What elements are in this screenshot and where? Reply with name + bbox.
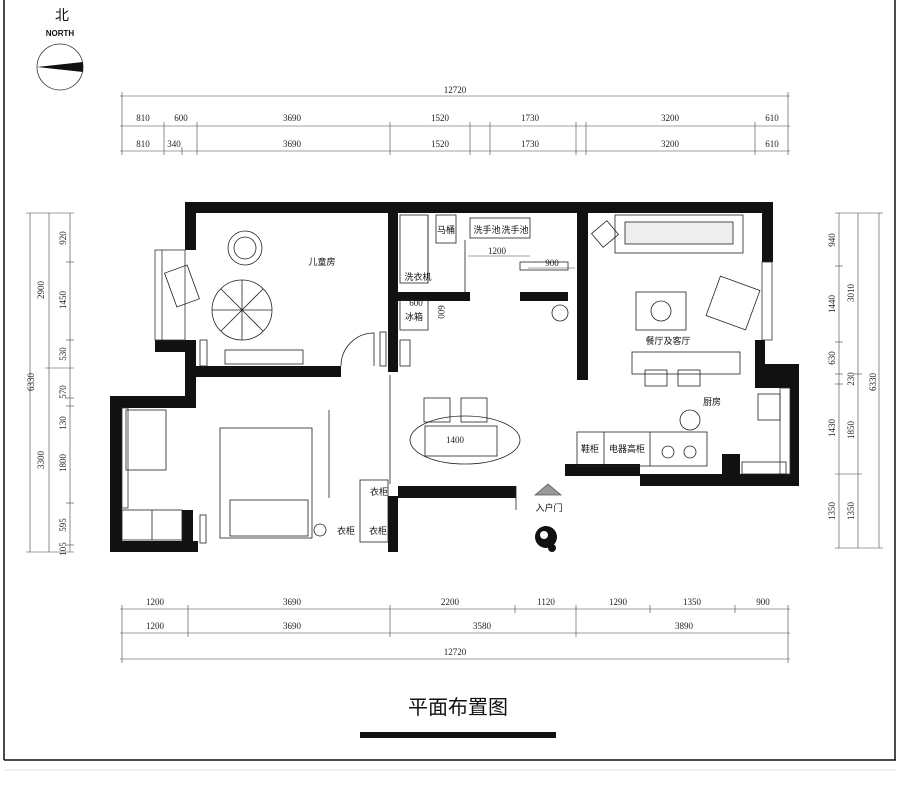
label-kitchen: 厨房 (703, 396, 721, 408)
dim-right-c1-4: 1430 (827, 419, 837, 438)
label-entrance: 入户门 (535, 502, 562, 514)
dim-right-c1-5: 1350 (827, 502, 837, 521)
dim-fridge-width: 600 (409, 298, 423, 308)
dim-left-c2-6: 595 (58, 518, 68, 532)
dim-top-r1-4: 1730 (521, 113, 540, 123)
dim-top-r2-2: 3690 (283, 139, 302, 149)
dim-right-c2-0: 3010 (846, 284, 856, 303)
dim-top-r2-4: 1730 (521, 139, 540, 149)
dim-top-r1-6: 610 (765, 113, 779, 123)
dim-bot-r1-2: 2200 (441, 597, 460, 607)
label-wardrobe-2: 衣柜 (337, 525, 355, 537)
dim-bot-r1-0: 1200 (146, 597, 165, 607)
dim-bot-r2-0: 1200 (146, 621, 165, 631)
dim-right-c1-3: 230 (846, 372, 856, 386)
dim-left-c1-1: 3300 (36, 451, 46, 470)
entrance-figure-icon (535, 526, 557, 552)
dim-bot-r1-4: 1290 (609, 597, 628, 607)
dim-right-c1-1: 1440 (827, 295, 837, 314)
dim-right-total: 6330 (868, 373, 878, 392)
dim-top-total: 12720 (444, 85, 467, 95)
doors (340, 331, 563, 510)
living-room-furniture (590, 214, 781, 421)
dim-top-r1-0: 810 (136, 113, 150, 123)
dim-top-r1-2: 3690 (283, 113, 302, 123)
dim-bot-r2-2: 3580 (473, 621, 492, 631)
dim-bot-r1-1: 3690 (283, 597, 302, 607)
label-basin-2: 洗手池 (501, 224, 528, 236)
dim-right-c1-2: 630 (827, 351, 837, 365)
windows (121, 249, 791, 509)
dim-top-r2-3: 1520 (431, 139, 450, 149)
dim-top-r2-0: 810 (136, 139, 150, 149)
dim-hall-width: 900 (545, 258, 559, 268)
dim-bot-r2-1: 3690 (283, 621, 302, 631)
dim-top-r2-1: 340 (167, 139, 181, 149)
dim-bath-width: 1200 (488, 246, 507, 256)
dim-left-c2-3: 570 (58, 385, 68, 399)
dim-bot-r1-5: 1350 (683, 597, 702, 607)
bottom-dimensions: 1200 3690 2200 1120 1290 1350 900 1200 3… (120, 597, 790, 663)
master-bedroom-furniture (121, 409, 389, 544)
room-labels: 儿童房 马桶 洗手池 洗手池 洗衣机 冰箱 餐厅及客厅 厨房 鞋柜 电器高柜 入… (308, 224, 721, 537)
label-wardrobe-3: 衣柜 (369, 525, 387, 537)
left-dimensions: 6330 2900 3300 920 1450 530 570 130 1800… (26, 212, 74, 556)
dim-top-r1-5: 3200 (661, 113, 680, 123)
right-dimensions: 940 1440 630 230 1430 1350 3010 1850 135… (827, 212, 883, 549)
dim-left-c1-0: 2900 (36, 281, 46, 300)
drawing-title: 平面布置图 (408, 695, 508, 719)
dim-right-c1-0: 940 (827, 233, 837, 247)
dim-top-r2-5: 3200 (661, 139, 680, 149)
bathroom-furniture (399, 214, 569, 367)
dim-bot-r1-3: 1120 (537, 597, 555, 607)
dining-furniture (328, 375, 521, 498)
north-label: 北 (55, 8, 69, 24)
child-room-furniture (164, 230, 304, 367)
kitchen-furniture (576, 409, 787, 475)
dim-right-c2-1: 1850 (846, 421, 856, 440)
dim-bot-total: 12720 (444, 647, 467, 657)
label-wardrobe-1: 衣柜 (370, 486, 388, 498)
dim-table-width: 1400 (446, 435, 465, 445)
label-shoe-cabinet: 鞋柜 (581, 443, 599, 455)
dim-bot-r2-3: 3890 (675, 621, 694, 631)
dim-left-total: 6330 (26, 373, 36, 392)
north-arrow: 北 NORTH (36, 8, 84, 91)
dim-left-c2-5: 1800 (58, 454, 68, 473)
dim-top-r1-1: 600 (174, 113, 188, 123)
label-basin-1: 洗手池 (473, 224, 500, 236)
dim-left-c2-2: 530 (58, 347, 68, 361)
dim-top-r2-6: 610 (765, 139, 779, 149)
dim-bot-r1-6: 900 (756, 597, 770, 607)
dim-left-c2-0: 920 (58, 231, 68, 245)
dim-fridge-depth: 600 (436, 305, 446, 319)
label-living-dining: 餐厅及客厅 (645, 335, 690, 347)
north-pointer-icon (37, 62, 83, 72)
title-underline (360, 732, 556, 738)
dim-top-r1-3: 1520 (431, 113, 450, 123)
dim-left-c2-4: 130 (58, 416, 68, 430)
north-label-en: NORTH (46, 29, 75, 38)
label-child-room: 儿童房 (308, 256, 335, 268)
label-toilet: 马桶 (437, 224, 455, 236)
dim-left-c2-1: 1450 (58, 291, 68, 310)
dim-left-c2-7: 105 (58, 542, 68, 556)
label-fridge: 冰箱 (405, 311, 423, 323)
label-appliance-cabinet: 电器高柜 (609, 443, 645, 455)
label-washer: 洗衣机 (404, 271, 431, 283)
walls (110, 202, 799, 552)
dim-right-c2-2: 1350 (846, 502, 856, 521)
top-dimensions: 12720 810 600 3690 1520 1730 3200 610 81… (120, 85, 790, 155)
inner-dimensions: 1200 900 600 600 1400 (409, 246, 575, 445)
